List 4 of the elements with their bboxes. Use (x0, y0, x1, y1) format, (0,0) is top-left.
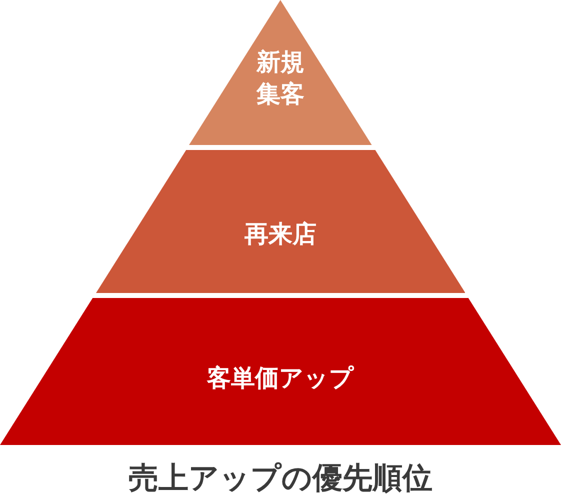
tier-label: 客単価アップ (207, 363, 354, 394)
tier-label: 再来店 (244, 219, 316, 250)
caption: 売上アップの優先順位 (128, 460, 432, 498)
tier-label: 新規集客 (255, 47, 306, 110)
